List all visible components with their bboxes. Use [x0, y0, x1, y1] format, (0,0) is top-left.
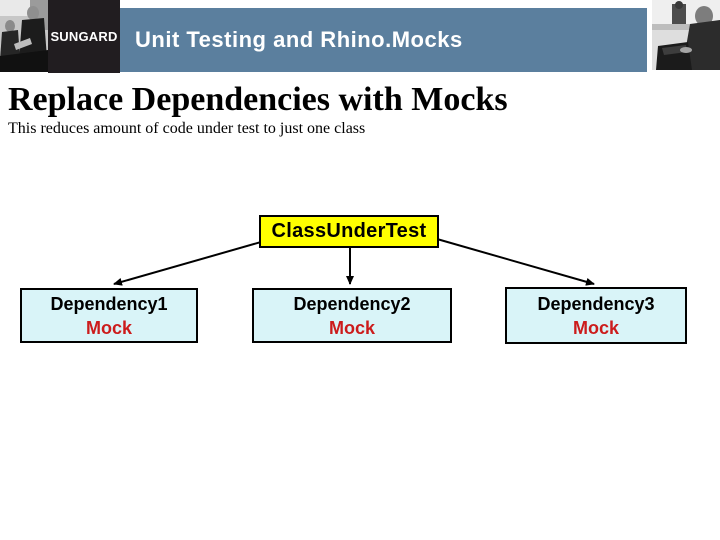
dependency3-name: Dependency3 — [537, 293, 655, 314]
laptop-photo-graphic — [652, 0, 720, 70]
dependency1-mock-label: Mock — [85, 317, 132, 338]
slide-title: Replace Dependencies with Mocks — [8, 81, 508, 118]
header-photo-left — [0, 0, 48, 72]
meeting-photo-graphic — [0, 0, 48, 72]
dependency2-name: Dependency2 — [293, 293, 411, 314]
sungard-logo-text: SUNGARD — [50, 29, 118, 44]
dependency3-mock-label: Mock — [572, 317, 619, 338]
dependency1-name: Dependency1 — [50, 293, 168, 314]
dependency3-mock-box: Dependency3 Mock — [505, 287, 687, 344]
connector-root-to-dependency3 — [429, 236, 595, 286]
sungard-logo-box: SUNGARD — [48, 0, 120, 73]
dependency2-mock-label: Mock — [328, 317, 375, 338]
class-under-test-label: ClassUnderTest — [271, 220, 427, 242]
class-under-test-box: ClassUnderTest — [259, 215, 439, 248]
connector-root-to-dependency1 — [113, 239, 269, 286]
slide-subtitle: This reduces amount of code under test t… — [8, 120, 366, 137]
dependency1-mock-box: Dependency1 Mock — [20, 288, 198, 343]
dependency2-mock-box: Dependency2 Mock — [252, 288, 452, 343]
header-title: Unit Testing and Rhino.Mocks — [135, 27, 463, 52]
header-photo-right — [652, 0, 720, 70]
header-title-bar: Unit Testing and Rhino.Mocks — [120, 8, 647, 72]
